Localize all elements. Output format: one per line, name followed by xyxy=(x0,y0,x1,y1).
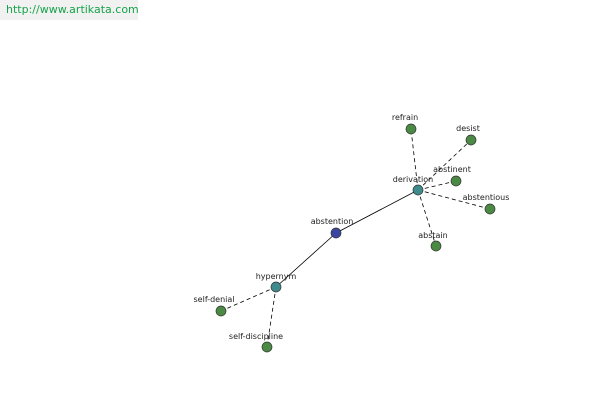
site-url-link[interactable]: http://www.artikata.com xyxy=(0,0,138,20)
node-refrain[interactable]: refrain xyxy=(392,113,418,135)
node-label-abstain: abstain xyxy=(418,231,447,240)
node-label-abstentious: abstentious xyxy=(463,193,510,202)
node-desist[interactable]: desist xyxy=(456,124,480,146)
node-label-desist: desist xyxy=(456,124,480,133)
node-dot-refrain[interactable] xyxy=(405,123,417,135)
node-derivation[interactable]: derivation xyxy=(393,175,433,196)
edge-derivation-desist xyxy=(417,139,472,191)
node-self-denial[interactable]: self-denial xyxy=(194,295,235,317)
node-dot-abstain[interactable] xyxy=(430,240,442,252)
node-hypernym[interactable]: hypernym xyxy=(256,272,297,293)
node-label-derivation: derivation xyxy=(393,175,433,184)
node-label-abstinent: abstinent xyxy=(433,165,471,174)
edge-abstention-derivation xyxy=(335,189,419,234)
node-label-self-discipline: self-discipline xyxy=(229,332,283,341)
node-abstention[interactable]: abstention xyxy=(311,217,354,239)
node-label-self-denial: self-denial xyxy=(194,295,235,304)
edge-hypernym-self-denial xyxy=(220,286,277,312)
edge-derivation-refrain xyxy=(410,128,419,191)
node-dot-abstention[interactable] xyxy=(330,227,342,239)
node-dot-self-denial[interactable] xyxy=(215,305,227,317)
node-abstain[interactable]: abstain xyxy=(418,231,448,252)
node-dot-hypernym[interactable] xyxy=(270,281,282,293)
node-dot-self-discipline[interactable] xyxy=(261,341,273,353)
edge-hypernym-self-discipline xyxy=(266,286,277,348)
edge-derivation-abstentious xyxy=(417,189,491,210)
node-dot-abstinent[interactable] xyxy=(450,175,462,187)
node-label-abstention: abstention xyxy=(311,217,354,226)
node-self-discipline[interactable]: self-discipline xyxy=(229,332,283,353)
node-dot-abstentious[interactable] xyxy=(484,203,496,215)
node-dot-desist[interactable] xyxy=(465,134,477,146)
node-abstentious[interactable]: abstentious xyxy=(463,193,510,215)
edge-abstention-hypernym xyxy=(275,232,337,288)
edges-layer xyxy=(220,128,491,348)
node-dot-derivation[interactable] xyxy=(412,184,424,196)
node-abstinent[interactable]: abstinent xyxy=(433,165,471,187)
nodes-layer: abstention derivation hypernym refrain desis… xyxy=(194,113,510,353)
node-label-refrain: refrain xyxy=(392,113,418,122)
node-label-hypernym: hypernym xyxy=(256,272,297,281)
edge-derivation-abstain xyxy=(417,189,437,247)
